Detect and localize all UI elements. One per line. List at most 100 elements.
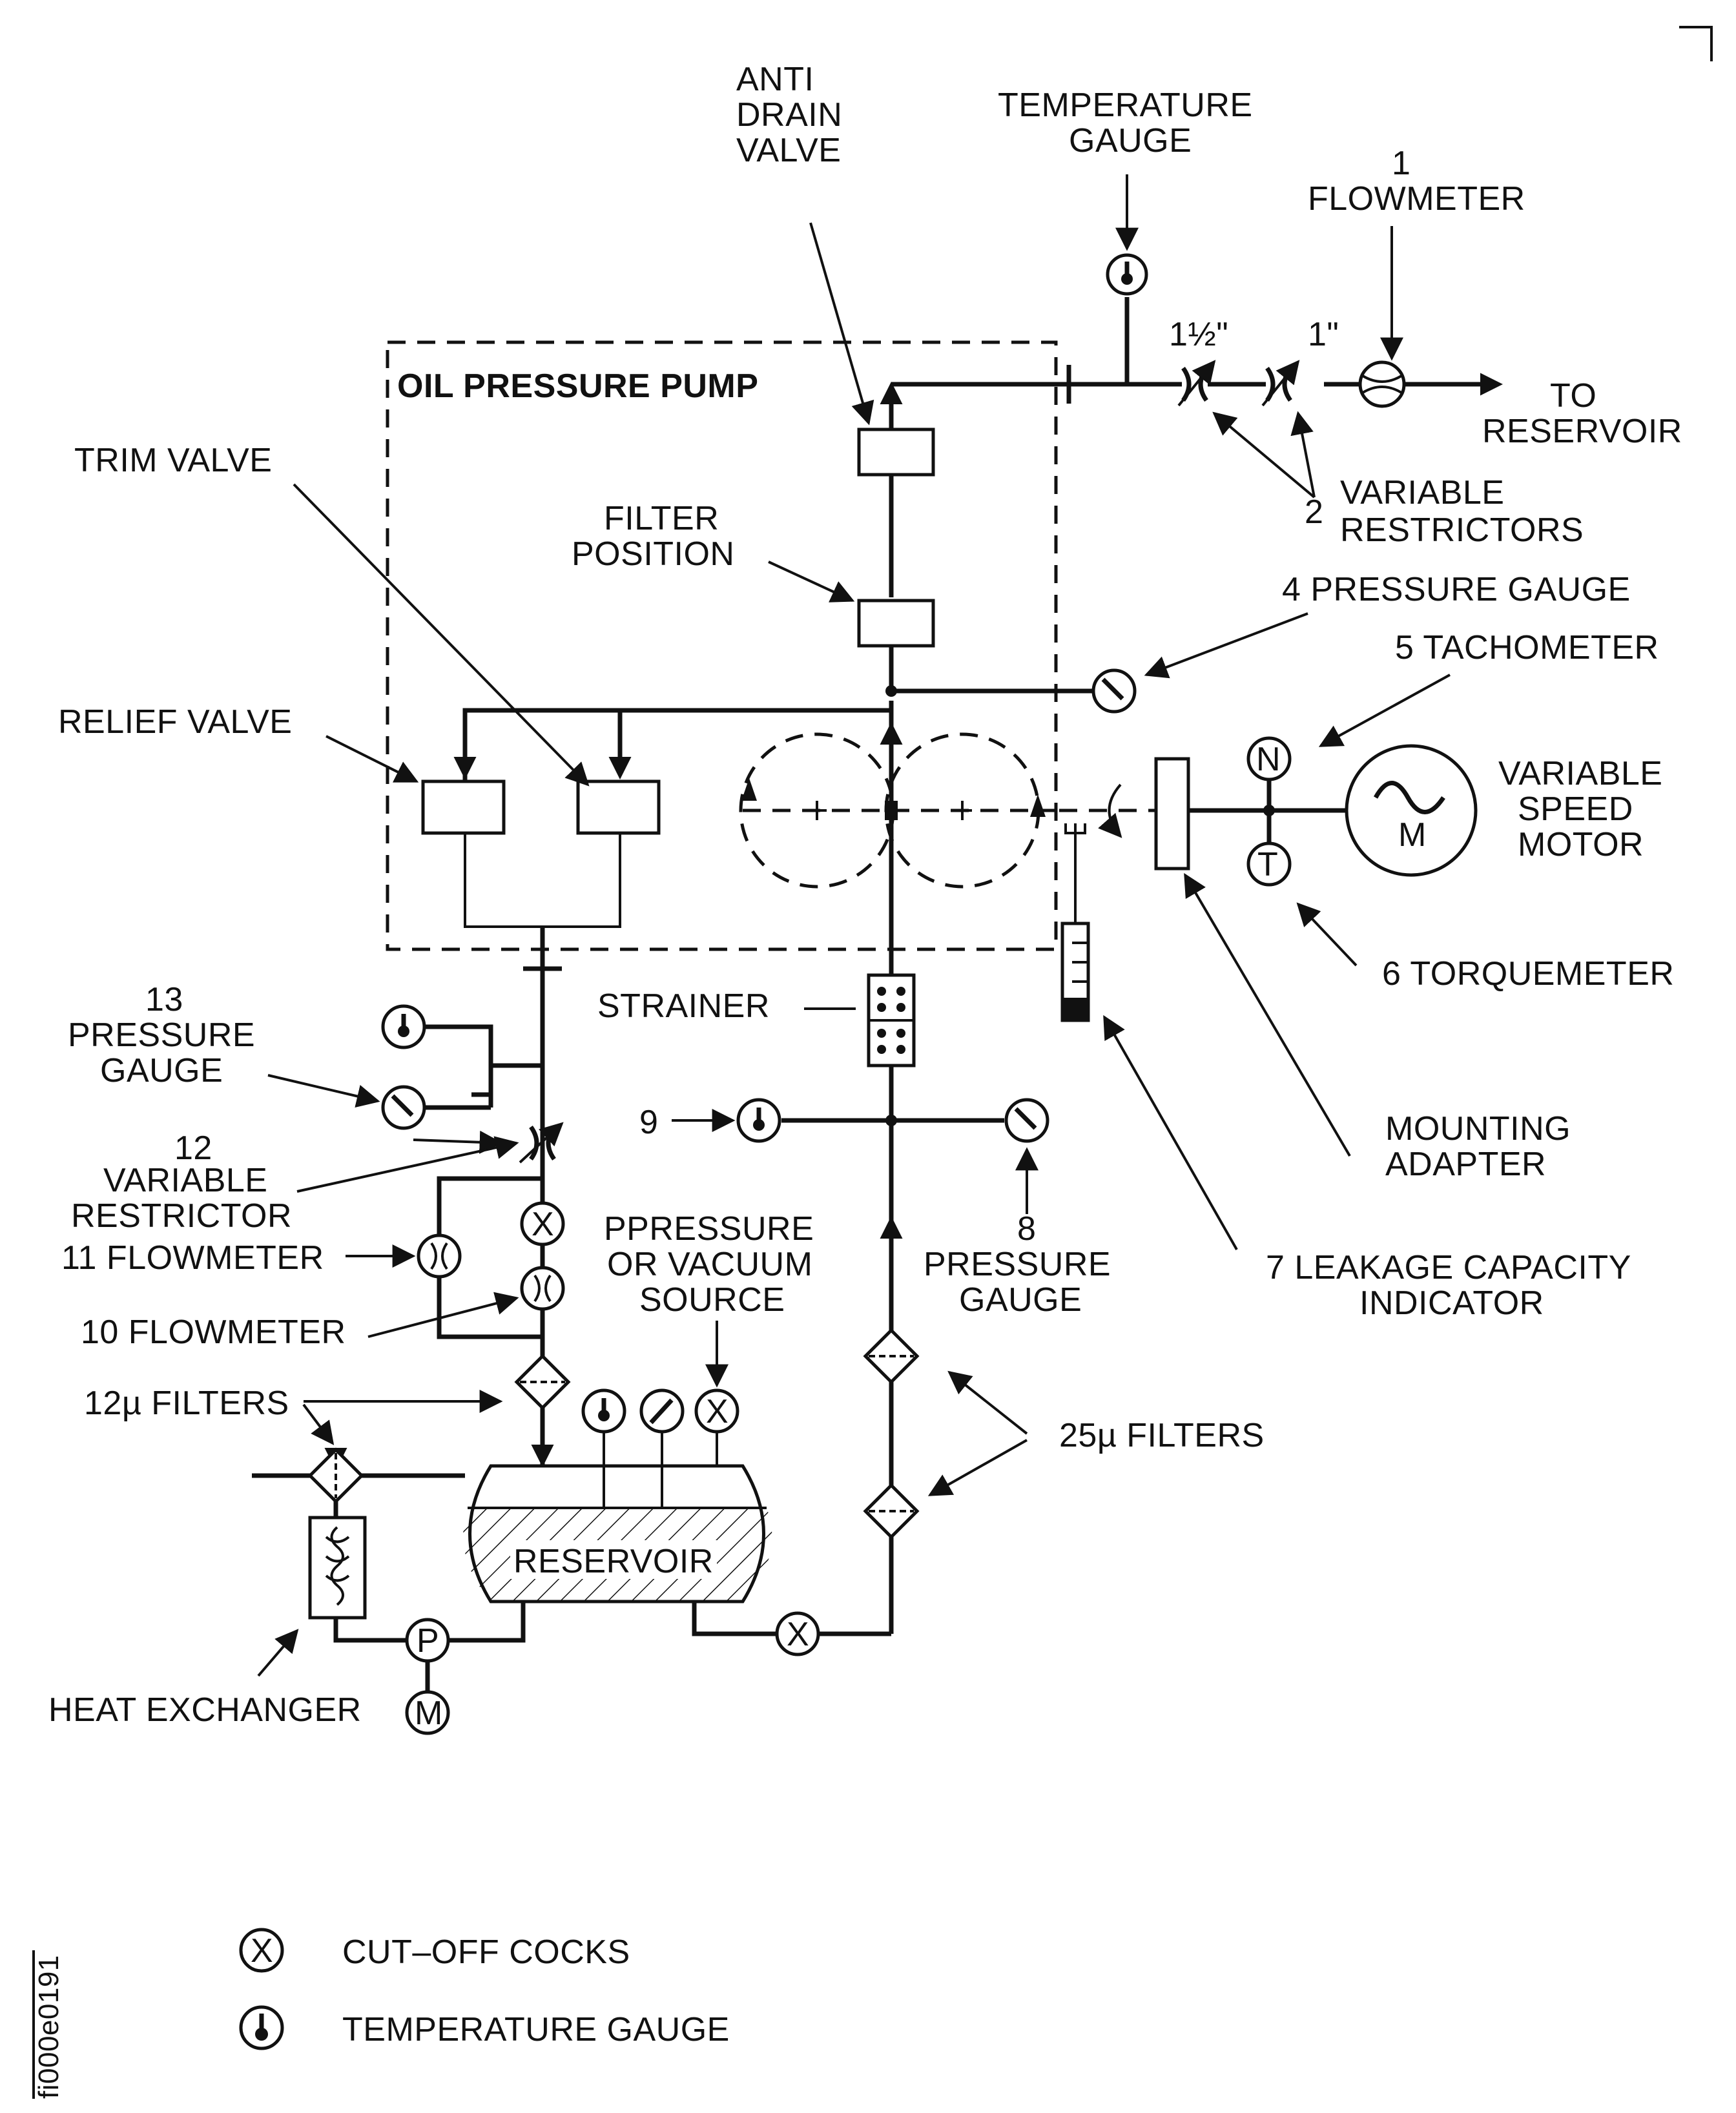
heat-exchanger bbox=[308, 1501, 526, 1643]
filters-25-arrow-b bbox=[927, 1439, 1028, 1496]
leakage-capacity-indicator bbox=[1060, 823, 1090, 1022]
pressure-gauge-8-label-3: GAUGE bbox=[959, 1281, 1082, 1319]
variable-restrictor-12-label-2: RESTRICTOR bbox=[71, 1197, 292, 1235]
filter-position-box bbox=[857, 599, 935, 648]
leakage-capacity-indicator-label-2: INDICATOR bbox=[1359, 1284, 1544, 1322]
leakage-capacity-indicator-arrow bbox=[1103, 1015, 1238, 1250]
suction-line bbox=[692, 1066, 1004, 1636]
relief-valve-arrow bbox=[326, 735, 419, 783]
svg-text:P: P bbox=[417, 1622, 439, 1660]
restrictor-1-label: 1" bbox=[1308, 316, 1339, 353]
strainer bbox=[867, 973, 916, 1067]
filter-25-upper bbox=[863, 1328, 920, 1385]
torquemeter-icon: T bbox=[1246, 841, 1292, 887]
corner-mark bbox=[1679, 26, 1713, 61]
anti-drain-valve-arrow bbox=[809, 222, 874, 426]
legend: X CUT–OFF COCKS TEMPERATURE GAUGE bbox=[239, 1928, 730, 2050]
flowmeter-1-icon bbox=[1358, 360, 1406, 408]
circulation-pump-motor-icon: M bbox=[405, 1690, 450, 1735]
reservoir-temperature-gauge-icon bbox=[581, 1388, 626, 1508]
pressure-gauge-13-number: 13 bbox=[145, 981, 183, 1018]
variable-restrictor-12-arrow-a bbox=[413, 1130, 503, 1154]
mounting-adapter-label-2: ADAPTER bbox=[1385, 1146, 1546, 1183]
legend-temperature-gauge-label: TEMPERATURE GAUGE bbox=[342, 2011, 730, 2048]
variable-restrictors-2-label-2: RESTRICTORS bbox=[1340, 511, 1584, 549]
strainer-label: STRAINER bbox=[597, 987, 770, 1025]
trim-valve-label: TRIM VALVE bbox=[74, 442, 272, 479]
svg-text:X: X bbox=[251, 1932, 273, 1970]
pressure-gauge-13-label-1: PRESSURE bbox=[68, 1016, 255, 1054]
mounting-adapter-arrow bbox=[1184, 872, 1351, 1157]
variable-restrictors-2-arrow-a bbox=[1212, 411, 1316, 499]
variable-restrictor-1-inch bbox=[1261, 360, 1300, 407]
filters-25-arrow-a bbox=[947, 1370, 1028, 1435]
oil-pressure-pump-boundary bbox=[386, 340, 1058, 951]
pressure-gauge-4-arrow bbox=[1144, 612, 1308, 679]
pressure-gauge-13-arrow bbox=[267, 1074, 380, 1108]
pressure-gauge-4-label: 4 PRESSURE GAUGE bbox=[1282, 571, 1631, 608]
tachometer-icon: N bbox=[1246, 736, 1292, 781]
pressure-vacuum-source-label-1: PPRESSURE bbox=[604, 1210, 814, 1248]
leakage-capacity-indicator-label-1: 7 LEAKAGE CAPACITY bbox=[1266, 1249, 1631, 1286]
return-branch bbox=[252, 1024, 554, 1478]
variable-speed-motor-label-1: VARIABLE bbox=[1498, 755, 1662, 792]
pressure-gauge-8-icon bbox=[1004, 1098, 1049, 1143]
legend-temperature-gauge-icon bbox=[239, 2005, 284, 2050]
temperature-gauge-top-label-2: GAUGE bbox=[1069, 122, 1192, 160]
svg-text:X: X bbox=[706, 1393, 728, 1430]
variable-speed-motor-icon: M bbox=[1345, 744, 1478, 877]
tachometer-5-arrow bbox=[1318, 674, 1451, 747]
pressure-gauge-8-label-2: PRESSURE bbox=[924, 1246, 1111, 1283]
filter-position-arrow bbox=[768, 561, 855, 603]
pressure-gauge-13-label-2: GAUGE bbox=[100, 1052, 223, 1089]
filters-25-label: 25µ FILTERS bbox=[1059, 1417, 1265, 1454]
to-reservoir-label-2: RESERVOIR bbox=[1482, 413, 1682, 450]
flowmeter-11-label: 11 FLOWMETER bbox=[61, 1239, 324, 1277]
flowmeter-10-label: 10 FLOWMETER bbox=[81, 1314, 346, 1351]
delivery-line bbox=[880, 297, 1503, 998]
mounting-adapter-label-1: MOUNTING bbox=[1385, 1110, 1571, 1148]
variable-restrictor-12 bbox=[519, 1122, 564, 1164]
filters-12-arrow-b bbox=[302, 1403, 335, 1445]
drive-shaft bbox=[1059, 778, 1350, 843]
mounting-adapter bbox=[1154, 757, 1190, 871]
label-9: 9 bbox=[639, 1104, 658, 1141]
anti-drain-valve-label-2: DRAIN bbox=[736, 96, 842, 134]
temperature-gauge-top-label-1: TEMPERATURE bbox=[998, 87, 1253, 124]
svg-text:N: N bbox=[1256, 741, 1281, 778]
filters-12-label: 12µ FILTERS bbox=[84, 1385, 289, 1422]
circulation-pump-icon: P bbox=[405, 1618, 450, 1692]
tachometer-5-label: 5 TACHOMETER bbox=[1395, 629, 1659, 666]
temperature-gauge-top bbox=[1106, 253, 1148, 296]
svg-text:RESERVOIR: RESERVOIR bbox=[513, 1543, 714, 1580]
legend-cut-off-cock-icon: X bbox=[239, 1928, 284, 1973]
svg-text:M: M bbox=[1398, 816, 1427, 854]
reservoir: RESERVOIR bbox=[463, 1464, 772, 1603]
pressure-gauge-13-icon bbox=[381, 1085, 426, 1130]
variable-restrictor-12-label-1: VARIABLE bbox=[103, 1162, 267, 1199]
anti-drain-valve-label-3: VALVE bbox=[736, 132, 841, 169]
flowmeter-1-label: FLOWMETER bbox=[1308, 180, 1525, 218]
filter-25-lower bbox=[863, 1483, 920, 1540]
figure-id: fi000e0191 bbox=[33, 1955, 65, 2099]
flowmeter-11-icon bbox=[417, 1233, 462, 1279]
relief-valve-label: RELIEF VALVE bbox=[58, 703, 292, 741]
variable-restrictor-1-5-inch bbox=[1177, 360, 1216, 407]
relief-valve bbox=[421, 779, 506, 835]
temperature-gauge-9-icon bbox=[736, 1098, 781, 1143]
gear-pump bbox=[739, 732, 1056, 889]
anti-drain-valve bbox=[857, 428, 935, 477]
flowmeter-1-number: 1 bbox=[1392, 145, 1410, 182]
heat-exchanger-arrow bbox=[257, 1629, 299, 1677]
svg-text:M: M bbox=[415, 1695, 443, 1732]
flowmeter-10-icon bbox=[520, 1266, 565, 1311]
filter-position-label-2: POSITION bbox=[572, 535, 734, 573]
filter-position-label-1: FILTER bbox=[604, 500, 719, 537]
svg-text:T: T bbox=[1257, 846, 1278, 883]
to-reservoir-label-1: TO bbox=[1550, 377, 1596, 415]
reservoir-cut-off-cock-icon: X bbox=[694, 1388, 739, 1466]
cut-off-cock-return: X bbox=[520, 1201, 565, 1246]
trim-valve-arrow bbox=[293, 483, 590, 787]
cut-off-cock-suction: X bbox=[775, 1611, 820, 1656]
